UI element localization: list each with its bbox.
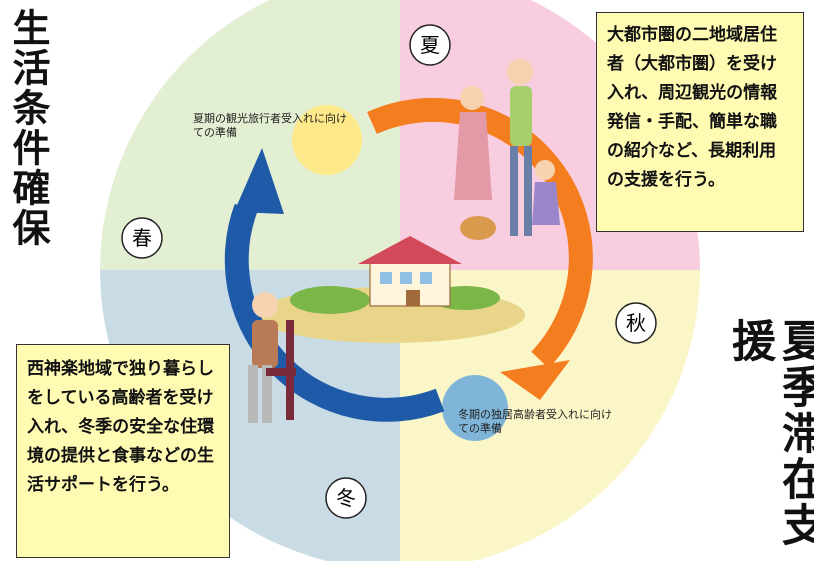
summer-preparation-caption: 夏期の観光旅行者受入れに向けての準備 bbox=[193, 112, 347, 139]
winter-to-spring-arrow bbox=[224, 203, 445, 422]
season-label-spring: 春 bbox=[121, 217, 163, 259]
house-window bbox=[420, 272, 432, 284]
season-text-autumn: 秋 bbox=[626, 311, 646, 335]
elder-leg bbox=[262, 365, 272, 423]
father-leg bbox=[524, 146, 532, 236]
house-window bbox=[380, 272, 392, 284]
house-roof bbox=[358, 236, 462, 264]
child-body bbox=[532, 182, 560, 225]
family-illustration bbox=[454, 59, 560, 240]
elder-body bbox=[252, 320, 278, 368]
summer-sun bbox=[292, 105, 362, 175]
father-body bbox=[510, 86, 532, 146]
left-vertical-title: 生活条件確保 bbox=[6, 8, 50, 248]
house-door bbox=[406, 290, 420, 306]
winter-moon bbox=[442, 375, 508, 441]
season-text-winter: 冬 bbox=[336, 486, 356, 510]
summer-support-note: 大都市圏の二地域居住者（大都市圏）を受け入れ、周辺観光の情報発信・手配、簡単な職… bbox=[596, 12, 804, 232]
house-window bbox=[400, 272, 412, 284]
child-head bbox=[535, 160, 555, 180]
season-text-spring: 春 bbox=[132, 226, 152, 250]
season-label-autumn: 秋 bbox=[615, 302, 657, 344]
orange-arrowhead bbox=[500, 360, 570, 400]
mother-head bbox=[460, 86, 484, 110]
elder-head bbox=[252, 292, 278, 318]
father-leg bbox=[510, 146, 518, 236]
right-vertical-title: 夏季滞在支援 bbox=[724, 318, 814, 548]
dog bbox=[460, 216, 496, 240]
winter-support-note: 西神楽地域で独り暮らしをしている高齢者を受け入れ、冬季の安全な住環境の提供と食事… bbox=[16, 344, 230, 558]
season-label-summer: 夏 bbox=[409, 24, 451, 66]
father-head bbox=[507, 59, 533, 85]
chair-seat bbox=[266, 368, 296, 376]
elder-leg bbox=[248, 365, 258, 423]
blue-arrowhead bbox=[234, 148, 284, 214]
season-label-winter: 冬 bbox=[325, 477, 367, 519]
mother-dress bbox=[454, 112, 492, 200]
central-house-illustration bbox=[255, 236, 525, 343]
elderly-man-illustration bbox=[248, 292, 296, 423]
season-text-summer: 夏 bbox=[420, 33, 440, 57]
winter-preparation-caption: 冬期の独居高齢者受入れに向けての準備 bbox=[458, 408, 612, 435]
bush-left bbox=[290, 286, 370, 314]
